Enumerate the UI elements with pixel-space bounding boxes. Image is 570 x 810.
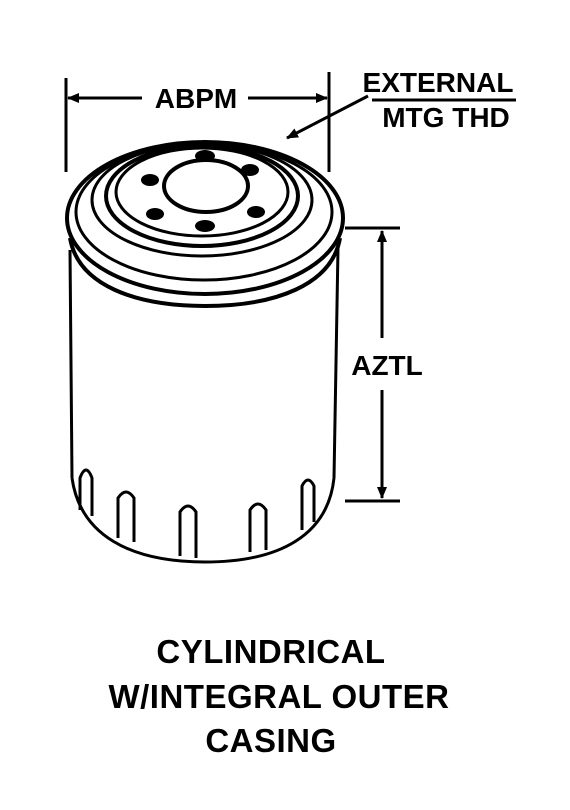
- inlet-hole-1: [195, 150, 215, 162]
- canister-flute-3: [178, 504, 198, 558]
- canister-flute-1: [78, 468, 94, 516]
- canister-rim-lower-band: [68, 237, 342, 309]
- canister-flute-5: [300, 478, 316, 530]
- abpm-label: ABPM: [155, 83, 237, 114]
- canister-right-side: [332, 247, 340, 479]
- inlet-hole-4: [195, 220, 215, 232]
- aztl-label: AZTL: [351, 350, 423, 381]
- caption-line-1: CYLINDRICAL: [156, 633, 386, 670]
- canister-left-side: [68, 249, 74, 479]
- thread-label-line2: MTG THD: [382, 102, 510, 133]
- inlet-hole-5: [146, 208, 164, 220]
- inlet-hole-2: [241, 164, 259, 176]
- caption-line-3: CASING: [205, 722, 337, 759]
- aztl-dimension: AZTL: [345, 226, 423, 503]
- caption-line-2: W/INTEGRAL OUTER: [108, 678, 450, 715]
- filter-canister: [65, 140, 345, 564]
- canister-bottom-edge: [70, 477, 336, 564]
- gasket-outer: [104, 144, 300, 248]
- inlet-hole-6: [141, 174, 159, 186]
- center-thread-hole: [162, 158, 250, 214]
- canister-flute-2: [116, 490, 136, 542]
- inlet-holes: [141, 150, 265, 232]
- inlet-hole-3: [247, 206, 265, 218]
- thread-callout: EXTERNAL MTG THD: [286, 67, 516, 140]
- abpm-dimension: ABPM: [64, 72, 331, 172]
- canister-top-rim-outer: [65, 140, 345, 296]
- thread-label-line1: EXTERNAL: [363, 67, 514, 98]
- canister-flute-4: [248, 502, 268, 552]
- thread-leader-line: [286, 94, 369, 140]
- gasket-inner: [114, 146, 290, 238]
